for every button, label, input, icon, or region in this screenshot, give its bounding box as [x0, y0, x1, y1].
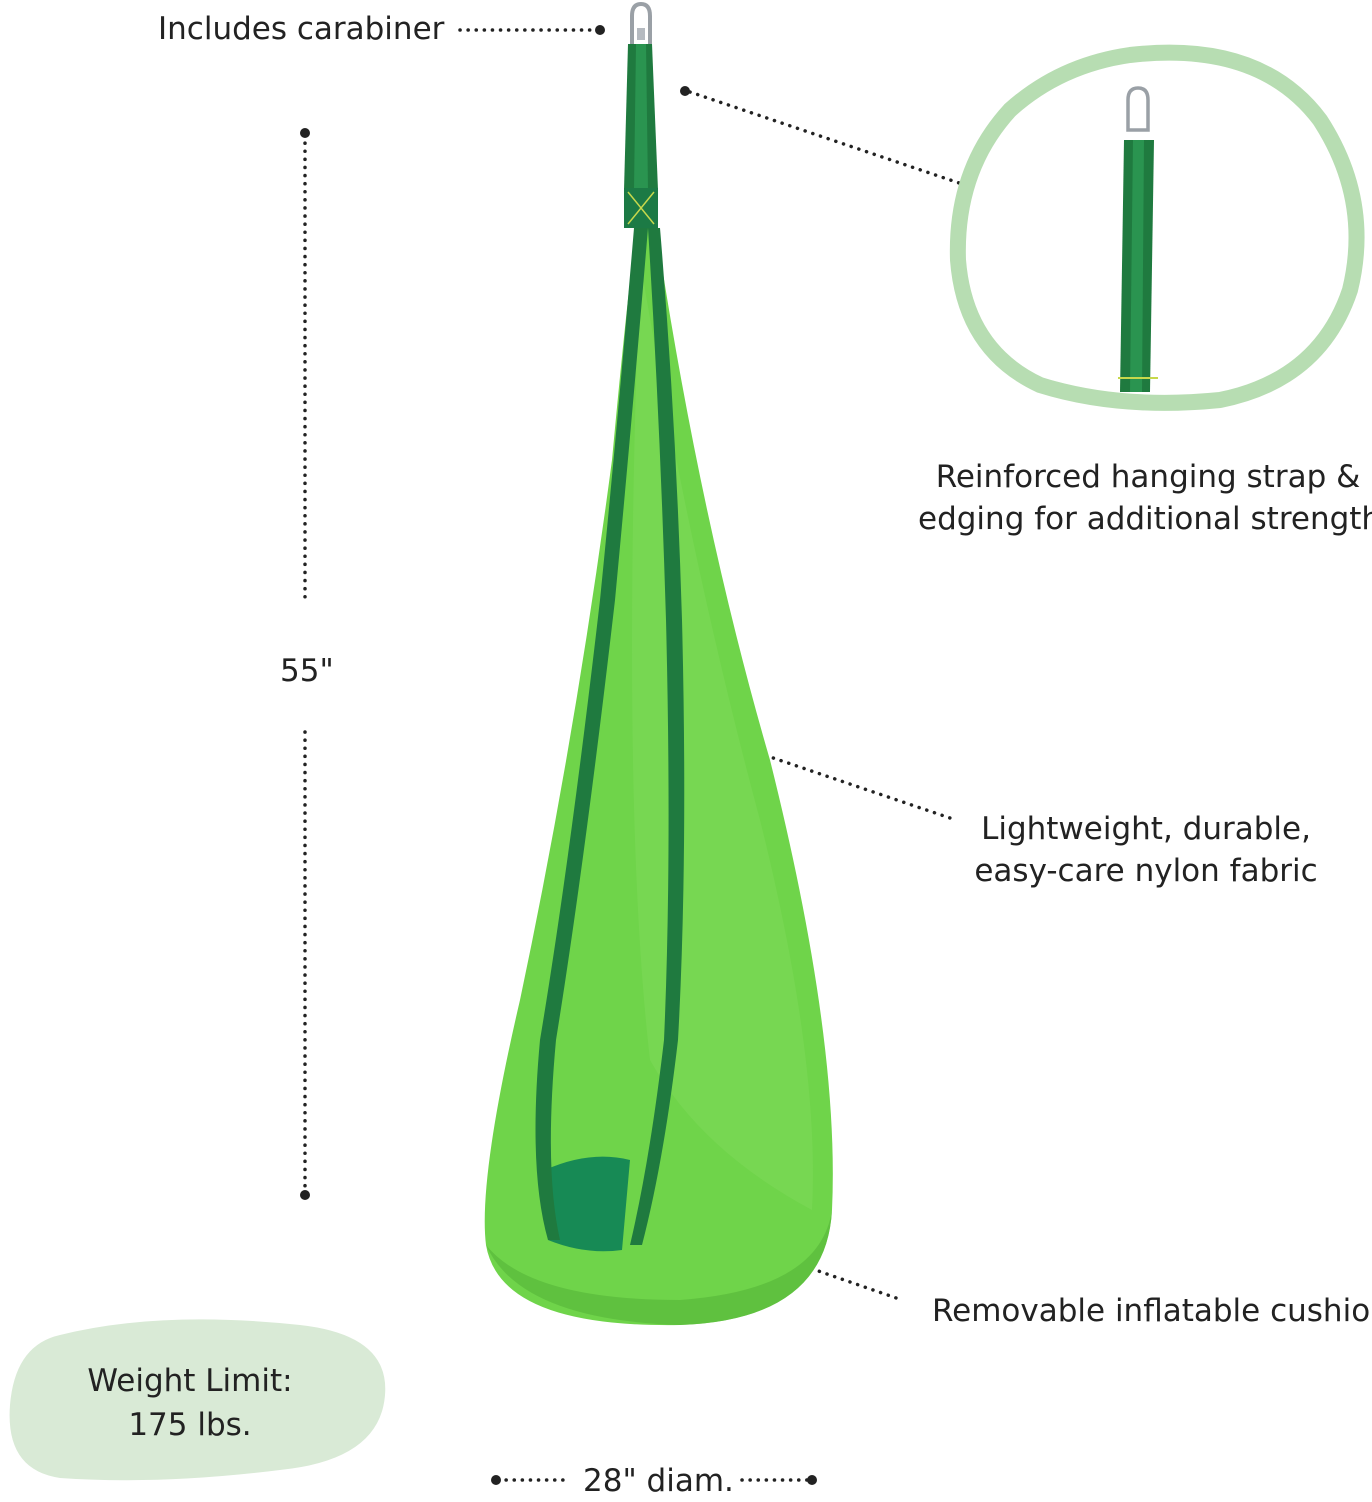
- fabric-callout-line1: Lightweight, durable,: [981, 811, 1311, 847]
- height-dimension: 55": [280, 653, 334, 689]
- strap-callout-line1: Reinforced hanging strap &: [935, 459, 1361, 495]
- strap-callout-line2: edging for additional strength: [918, 501, 1372, 537]
- weight-limit-value: 175 lbs.: [128, 1407, 252, 1443]
- carabiner-icon: [630, 1, 652, 48]
- diameter-dimension: 28" diam.: [583, 1463, 734, 1499]
- fabric-callout-line2: easy-care nylon fabric: [974, 853, 1318, 889]
- cushion-callout: Removable inflatable cushion: [932, 1293, 1372, 1329]
- weight-limit-title: Weight Limit:: [87, 1363, 293, 1399]
- carabiner-callout: Includes carabiner: [158, 11, 445, 47]
